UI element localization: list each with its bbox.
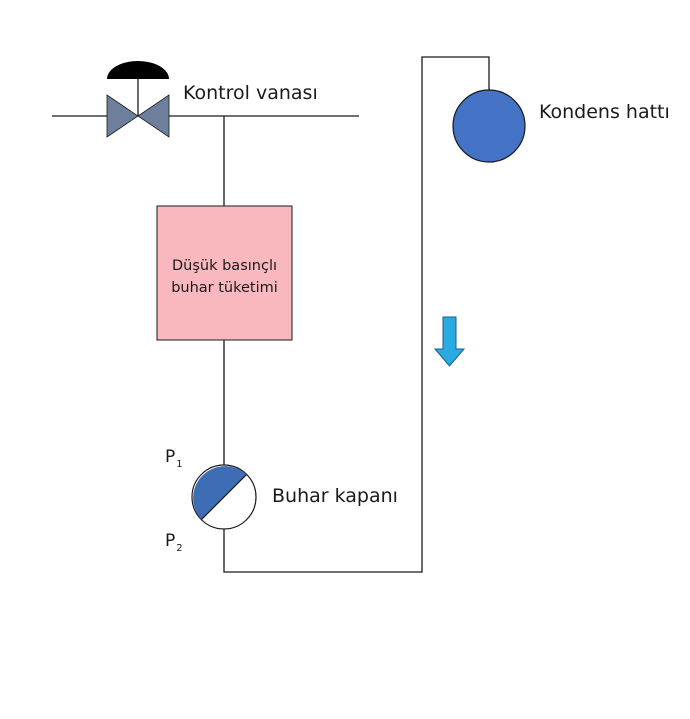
condensate-return-pipe xyxy=(223,56,490,573)
control-valve-icon xyxy=(106,61,170,138)
steam-trap-icon xyxy=(191,464,257,530)
valve-actuator xyxy=(107,61,169,79)
consumer-label-line2: buhar tüketimi xyxy=(171,280,278,296)
p1-label: P1 xyxy=(165,447,183,470)
flow-arrow-icon xyxy=(433,316,466,367)
consumer-label-line1: Düşük basınçlı xyxy=(172,258,277,274)
control-valve-label: Kontrol vanası xyxy=(183,82,318,104)
p2-label: P2 xyxy=(165,531,183,554)
condensate-line-label: Kondens hattı xyxy=(539,101,670,123)
steam-trap-label: Buhar kapanı xyxy=(272,485,398,507)
condensate-line-circle xyxy=(452,89,526,163)
consumer-box xyxy=(156,205,293,341)
